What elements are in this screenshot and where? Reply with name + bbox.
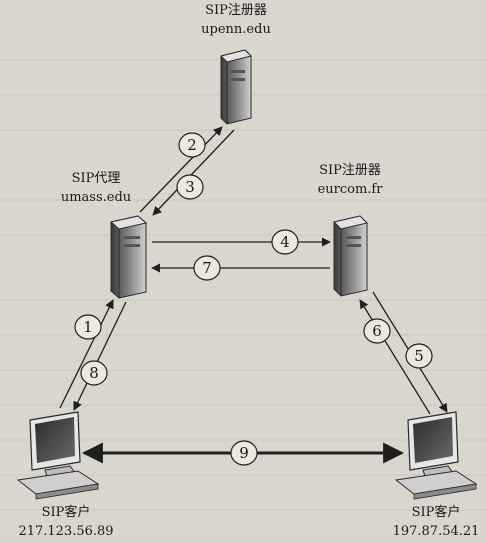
step-number: 3	[185, 178, 195, 196]
step-badge-3: 3	[176, 174, 204, 200]
proxy-umass-role: SIP代理	[71, 171, 121, 186]
arrow-step-8	[73, 301, 127, 411]
arrow-step-2	[139, 126, 223, 213]
step-badge-4: 4	[271, 229, 299, 255]
proxy-umass-host: umass.edu	[60, 190, 132, 205]
step-number: 1	[83, 318, 93, 336]
registrar-upenn-role: SIP注册器	[205, 3, 267, 18]
registrar-upenn-host: upenn.edu	[201, 22, 271, 37]
step-badge-8: 8	[80, 360, 108, 386]
client-left-computer-icon	[16, 411, 100, 500]
step-number: 6	[372, 322, 382, 340]
step-number: 2	[187, 136, 197, 154]
step-badge-6: 6	[363, 318, 391, 344]
registrar-eurcom-server-icon	[333, 215, 368, 297]
arrow-step-6	[359, 299, 431, 415]
step-number: 9	[239, 444, 249, 462]
step-badge-5: 5	[405, 343, 433, 369]
client-right-ip: 197.87.54.21	[392, 524, 480, 539]
step-badge-9: 9	[230, 440, 258, 466]
step-number: 4	[280, 233, 290, 251]
step-badge-1: 1	[74, 314, 102, 340]
proxy-umass-server-icon	[109, 215, 148, 299]
registrar-eurcom-role: SIP注册器	[319, 163, 381, 178]
client-right-computer-icon	[394, 411, 478, 500]
step-badge-7: 7	[193, 255, 221, 281]
client-right-role: SIP客户	[411, 505, 461, 520]
step-number: 8	[89, 364, 99, 382]
registrar-upenn-server-icon	[220, 49, 252, 125]
arrow-step-1	[59, 299, 114, 409]
client-left-role: SIP客户	[41, 505, 91, 520]
client-left-ip: 217.123.56.89	[18, 524, 114, 539]
arrow-step-3	[152, 129, 235, 216]
step-number: 5	[414, 347, 424, 365]
step-number: 7	[202, 259, 212, 277]
registrar-eurcom-host: eurcom.fr	[317, 182, 383, 197]
step-badge-2: 2	[178, 132, 206, 158]
